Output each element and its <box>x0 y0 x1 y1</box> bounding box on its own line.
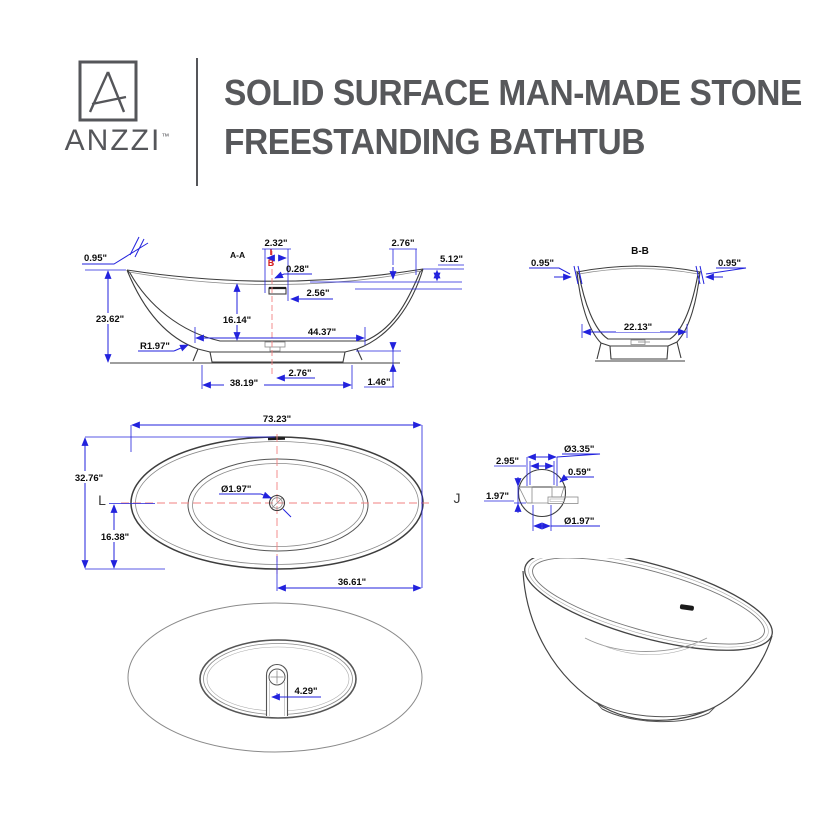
header-divider <box>196 58 198 186</box>
logo-mark <box>78 60 138 122</box>
anzzi-logo-icon <box>78 60 138 122</box>
dim-overflow-inset: 0.28" <box>286 264 309 275</box>
brand-text: ANZZI <box>64 124 162 157</box>
dim-inner-width: 22.13" <box>624 322 652 333</box>
drain-cross-section <box>517 468 579 518</box>
tub-end-section <box>576 265 701 362</box>
dim-lip-height: 0.59" <box>568 467 591 478</box>
dim-overall-height: 23.62" <box>96 314 124 325</box>
title-line-2: FREESTANDING BATHTUB <box>224 121 645 162</box>
dim-flange-depth: 1.97" <box>486 491 509 502</box>
dim-recess-diameter: 2.95" <box>496 456 519 467</box>
dim-corner-radius: R1.97" <box>140 341 170 352</box>
tub-3d-outline <box>522 558 773 723</box>
end-section-view: B-B 0.95" 0.95" 22.13" <box>529 246 747 362</box>
dim-overflow-offset: 2.32" <box>265 238 288 249</box>
title-line-1: SOLID SURFACE MAN-MADE STONE <box>224 72 802 113</box>
dim-half-width: 16.38" <box>101 532 129 543</box>
dim-half-length: 36.61" <box>338 577 366 588</box>
section-label-aa: A-A <box>230 250 245 260</box>
dim-bottom-drain-offset: 4.29" <box>295 686 318 697</box>
section-marker-right: J <box>454 490 461 506</box>
dim-flange-diameter: Ø3.35" <box>564 444 594 455</box>
trademark-symbol: ™ <box>161 132 170 141</box>
plan-view-dimensions: 73.23" 32.76" Ø1.97" 16.38" 36.61" L <box>69 414 461 592</box>
brand-name: ANZZI™ <box>54 124 180 158</box>
page-title: SOLID SURFACE MAN-MADE STONE FREESTANDIN… <box>224 68 802 166</box>
drain-detail-view: Ø3.35" 2.95" 0.59" 1.97" Ø1.97" <box>484 444 601 531</box>
dim-rim-drop: 2.76" <box>392 238 415 249</box>
dim-wall-left: 0.95" <box>531 258 554 269</box>
dim-inner-depth: 16.14" <box>223 315 251 326</box>
dim-drain-diameter: Ø1.97" <box>221 484 251 495</box>
dim-end-height: 5.12" <box>440 254 463 265</box>
section-marker-left: L <box>98 492 106 508</box>
plan-view: 73.23" 32.76" Ø1.97" 16.38" 36.61" L <box>69 414 461 592</box>
bottom-view-dimensions: 4.29" <box>271 686 321 701</box>
side-view-dimensions: A-A B 0.95" 2.32" 0.28" 2.76" 5.12" <box>82 236 464 389</box>
dim-drain-offset: 2.76" <box>289 368 312 379</box>
bottom-view: 4.29" <box>127 602 423 753</box>
section-mark-b: B <box>268 258 275 268</box>
side-section-view: A-A B 0.95" 2.32" 0.28" 2.76" 5.12" <box>82 236 464 389</box>
dim-overflow-width: 2.56" <box>307 288 330 299</box>
dim-inner-length: 44.37" <box>308 327 336 338</box>
dim-hole-diameter: Ø1.97" <box>564 516 594 527</box>
section-label-bb: B-B <box>631 246 649 257</box>
dim-base-length: 38.19" <box>230 378 258 389</box>
perspective-view <box>522 558 773 723</box>
dim-overall-length: 73.23" <box>263 414 291 425</box>
drain-detail-dimensions: Ø3.35" 2.95" 0.59" 1.97" Ø1.97" <box>484 444 601 531</box>
section-view-dimensions: 0.95" 0.95" 22.13" <box>529 258 747 338</box>
overflow-slot <box>679 604 694 611</box>
tub-cross-section <box>110 251 424 377</box>
dim-overall-width: 32.76" <box>75 473 103 484</box>
dim-rim-thickness: 0.95" <box>84 253 107 264</box>
tub-bottom-outline <box>127 602 423 753</box>
dim-base-height: 1.46" <box>368 377 391 388</box>
dim-wall-right: 0.95" <box>718 258 741 269</box>
